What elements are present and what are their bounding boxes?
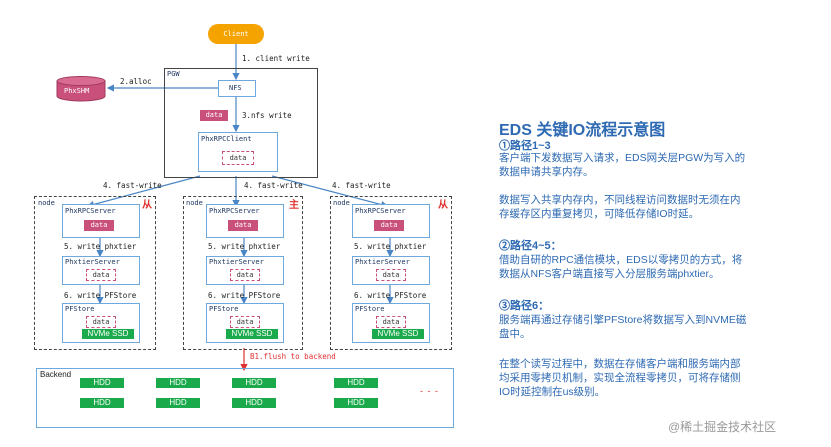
path1-line-2: 数据申请共享内存。 (499, 166, 594, 178)
node-3-step-write-phxtier: 5. write phxtier (354, 242, 427, 251)
node-2 (183, 196, 303, 350)
step-nfs-write: 3.nfs write (242, 111, 292, 120)
node-3 (330, 196, 452, 350)
path3-line-6: IO时延控制在us级别。 (499, 386, 606, 398)
node-3-step-write-pfstore: 6. write PFStore (354, 291, 427, 300)
phxshm-cylinder-icon (56, 76, 106, 102)
rpcclient-data-block: data (222, 151, 254, 165)
hdd-2: HDD (156, 378, 200, 388)
path1-line-1: 客户端下发数据写入请求，EDS网关层PGW为写入的 (499, 152, 746, 164)
client-label: Client (223, 30, 249, 38)
path2-title: ②路径4~5： (499, 240, 562, 252)
arrow-fastwrite-node1 (86, 175, 201, 208)
path3-line-1: 服务端再通过存储引擎PFStore将数据写入到NVME磁 (499, 314, 747, 326)
node-3-ssd: NVMe SSD (372, 329, 424, 339)
path3-line-2: 盘中。 (499, 328, 531, 340)
right-title: EDS 关键IO流程示意图 (499, 122, 666, 139)
hdd-1: HDD (80, 378, 124, 388)
step-fast-write-1: 4. fast-write (103, 181, 162, 190)
rpcclient-label: PhxRPCClient (201, 135, 252, 143)
hdd-7: HDD (232, 398, 276, 408)
node-1-step-write-phxtier: 5. write phxtier (64, 242, 137, 251)
path2-line-1: 借助自研的RPC通信模块，EDS以零拷贝的方式，将 (499, 254, 743, 266)
phxshm-label: PhxSHM (64, 87, 90, 95)
backend-more-dots: - - - (420, 386, 439, 396)
arrow-fastwrite-node3 (271, 175, 389, 208)
node-1-label: node (38, 199, 55, 207)
step-flush: B1.flush to backend (250, 352, 336, 361)
hdd-5: HDD (80, 398, 124, 408)
nfs-box (218, 80, 256, 97)
step-fast-write-3: 4. fast-write (332, 181, 391, 190)
node-3-label: node (333, 199, 350, 207)
nfs-label: NFS (229, 84, 242, 92)
node-2-label: node (186, 199, 203, 207)
path3-line-4: 在整个读写过程中，数据在存储客户端和服务端内部 (499, 358, 741, 370)
path1-line-4: 数据写入共享内存内，不同线程访问数据时无须在内 (499, 194, 741, 206)
node-1-step-write-pfstore: 6. write PFStore (64, 291, 137, 300)
path3-line-5: 均采用零拷贝机制，实现全流程零拷贝，可将存储侧 (499, 372, 741, 384)
pgw-label: PGW (167, 70, 180, 78)
hdd-3: HDD (232, 378, 276, 388)
backend-label: Backend (40, 370, 72, 379)
node-2-ssd: NVMe SSD (226, 329, 278, 339)
node-2-role: 主 (289, 200, 299, 211)
path1-line-5: 存缓存区内重复拷贝，可降低存储IO时延。 (499, 208, 700, 220)
node-2-step-write-phxtier: 5. write phxtier (208, 242, 281, 251)
step-fast-write-2: 4. fast-write (244, 181, 303, 190)
watermark: @稀土掘金技术社区 (668, 420, 777, 434)
node-1-role: 从 (142, 200, 152, 211)
pgw-box (164, 68, 318, 178)
client-node: Client (208, 24, 264, 44)
step-alloc: 2.alloc (120, 77, 152, 86)
node-1-ssd: NVMe SSD (82, 329, 134, 339)
node-2-step-write-pfstore: 6. write PFStore (208, 291, 281, 300)
node-1 (34, 196, 156, 350)
hdd-8: HDD (334, 398, 378, 408)
path3-title: ③路径6： (499, 300, 550, 312)
path1-title: ①路径1~3 (499, 140, 551, 152)
hdd-6: HDD (156, 398, 200, 408)
path2-line-2: 数据从NFS客户端直接写入分层服务端phxtier。 (499, 268, 720, 280)
node-3-role: 从 (438, 200, 448, 211)
pgw-data-block: data (200, 110, 228, 121)
step-client-write: 1. client write (242, 54, 310, 63)
backend-box (36, 368, 454, 428)
hdd-4: HDD (334, 378, 378, 388)
